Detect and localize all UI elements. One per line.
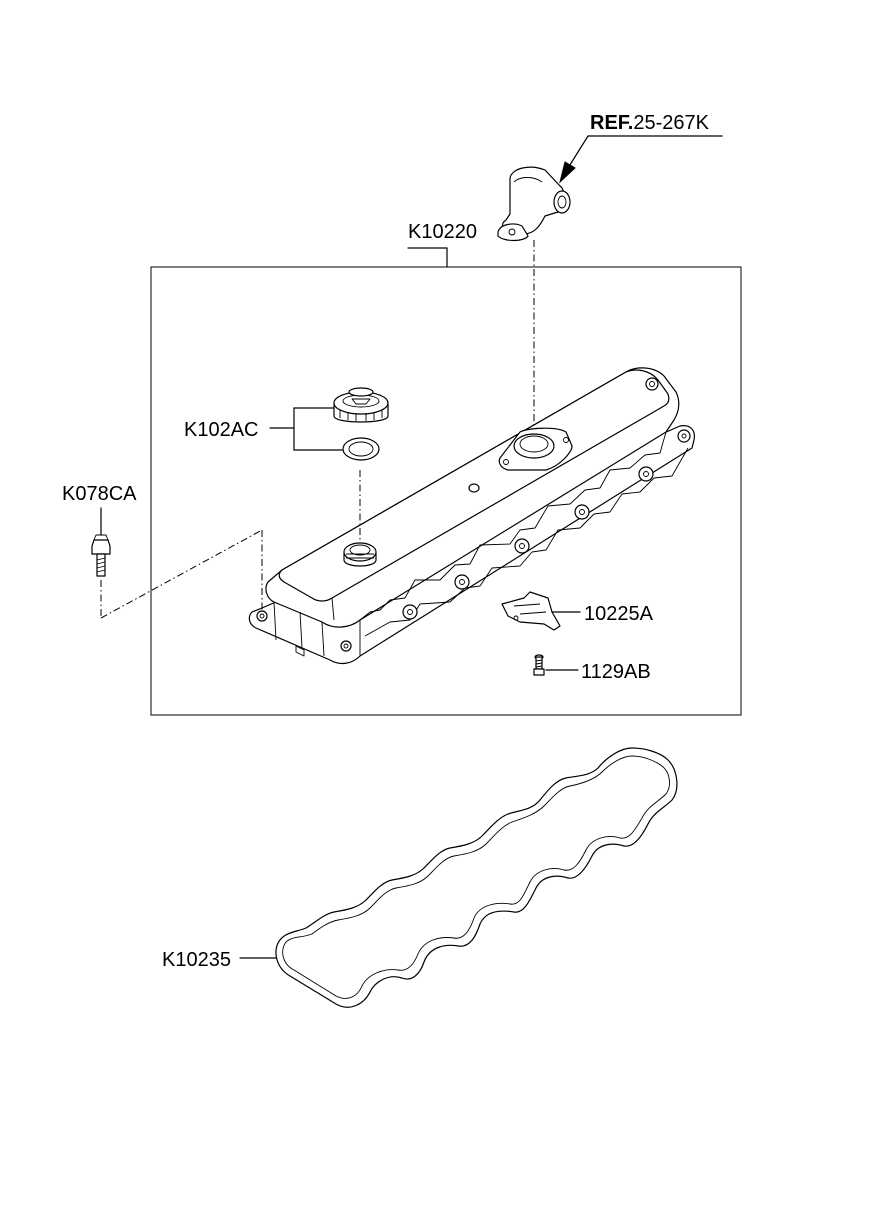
breather-elbow: [497, 166, 571, 242]
screw: [533, 654, 579, 676]
label-cover-assembly: K10220: [408, 221, 477, 243]
oil-filler-cap: [333, 387, 389, 423]
bolt: [91, 507, 111, 577]
gasket: [275, 747, 678, 1008]
rocker-cover: [248, 367, 695, 665]
label-screw: 1129AB: [581, 661, 651, 683]
oil-cap-leader: [269, 407, 343, 451]
assembly-frame: [150, 266, 742, 716]
reference-code: 25-267K: [633, 112, 709, 134]
label-bolt: K078CA: [62, 483, 137, 505]
label-oil-filler-cap: K102AC: [184, 419, 259, 441]
label-bracket: 10225A: [584, 603, 653, 625]
label-gasket: K10235: [162, 949, 231, 971]
reference-leader: [559, 135, 723, 184]
reference-prefix: REF.: [590, 112, 634, 134]
bracket: [501, 591, 581, 631]
bolt-centerline: [100, 529, 263, 619]
cover-assembly-leader: [407, 247, 448, 268]
oil-cap-gasket: [342, 437, 380, 461]
reference-label: REF.25-267K: [590, 113, 709, 133]
